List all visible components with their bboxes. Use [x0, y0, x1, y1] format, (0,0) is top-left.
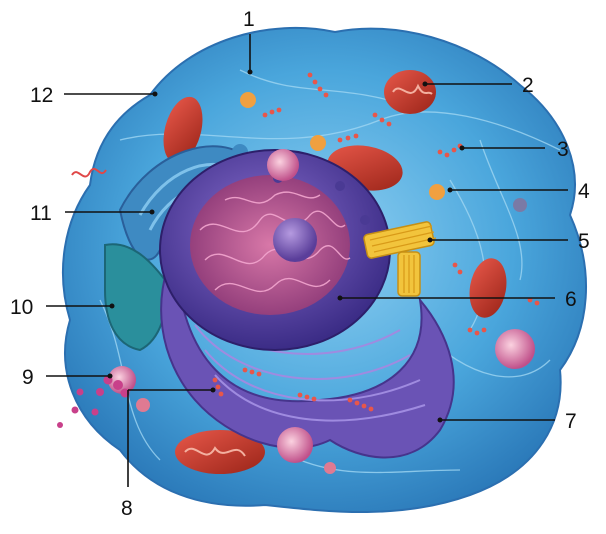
label-8: 8 — [121, 497, 133, 520]
label-9: 9 — [22, 366, 34, 389]
label-2: 2 — [522, 74, 534, 97]
label-7: 7 — [565, 410, 577, 433]
label-4: 4 — [578, 180, 590, 203]
nucleus — [160, 150, 390, 350]
label-1: 1 — [243, 8, 255, 31]
label-5: 5 — [578, 230, 590, 253]
label-11: 11 — [30, 202, 52, 225]
label-6: 6 — [565, 288, 577, 311]
label-3: 3 — [557, 138, 569, 161]
label-10: 10 — [10, 296, 33, 319]
label-12: 12 — [30, 84, 53, 107]
